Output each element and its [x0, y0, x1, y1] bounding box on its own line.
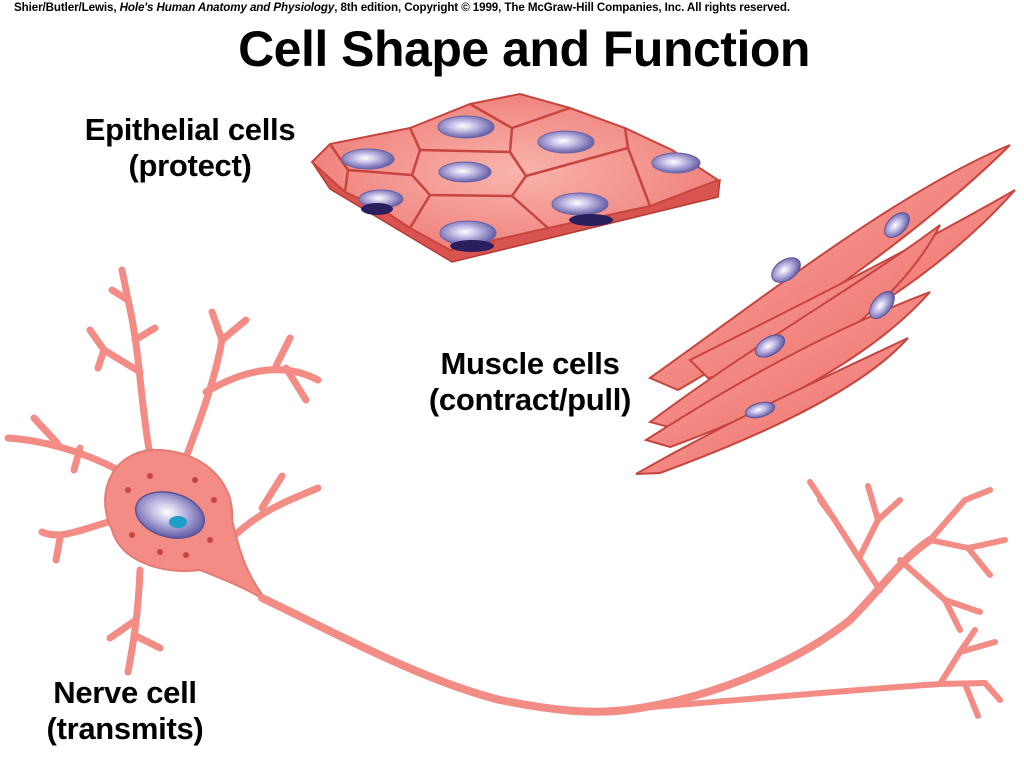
epithelial-cells: [310, 92, 721, 263]
epithelial-cells-function: (protect): [128, 148, 252, 183]
nerve-cell: [4, 266, 1008, 719]
muscle-cells: [635, 144, 1016, 475]
nerve-cell-label: Nerve cell (transmits): [10, 675, 240, 747]
muscle-cells-name: Muscle cells: [440, 346, 620, 381]
epithelial-cells-label: Epithelial cells (protect): [40, 112, 340, 184]
epithelial-cells-name: Epithelial cells: [84, 112, 296, 147]
muscle-cells-label: Muscle cells (contract/pull): [385, 346, 675, 418]
nerve-cell-function: (transmits): [46, 711, 204, 746]
nerve-cell-name: Nerve cell: [53, 675, 197, 710]
muscle-cells-function: (contract/pull): [428, 382, 632, 417]
copyright-credit: Shier/Butler/Lewis, Hole's Human Anatomy…: [14, 1, 790, 14]
page-title: Cell Shape and Function: [238, 21, 810, 77]
